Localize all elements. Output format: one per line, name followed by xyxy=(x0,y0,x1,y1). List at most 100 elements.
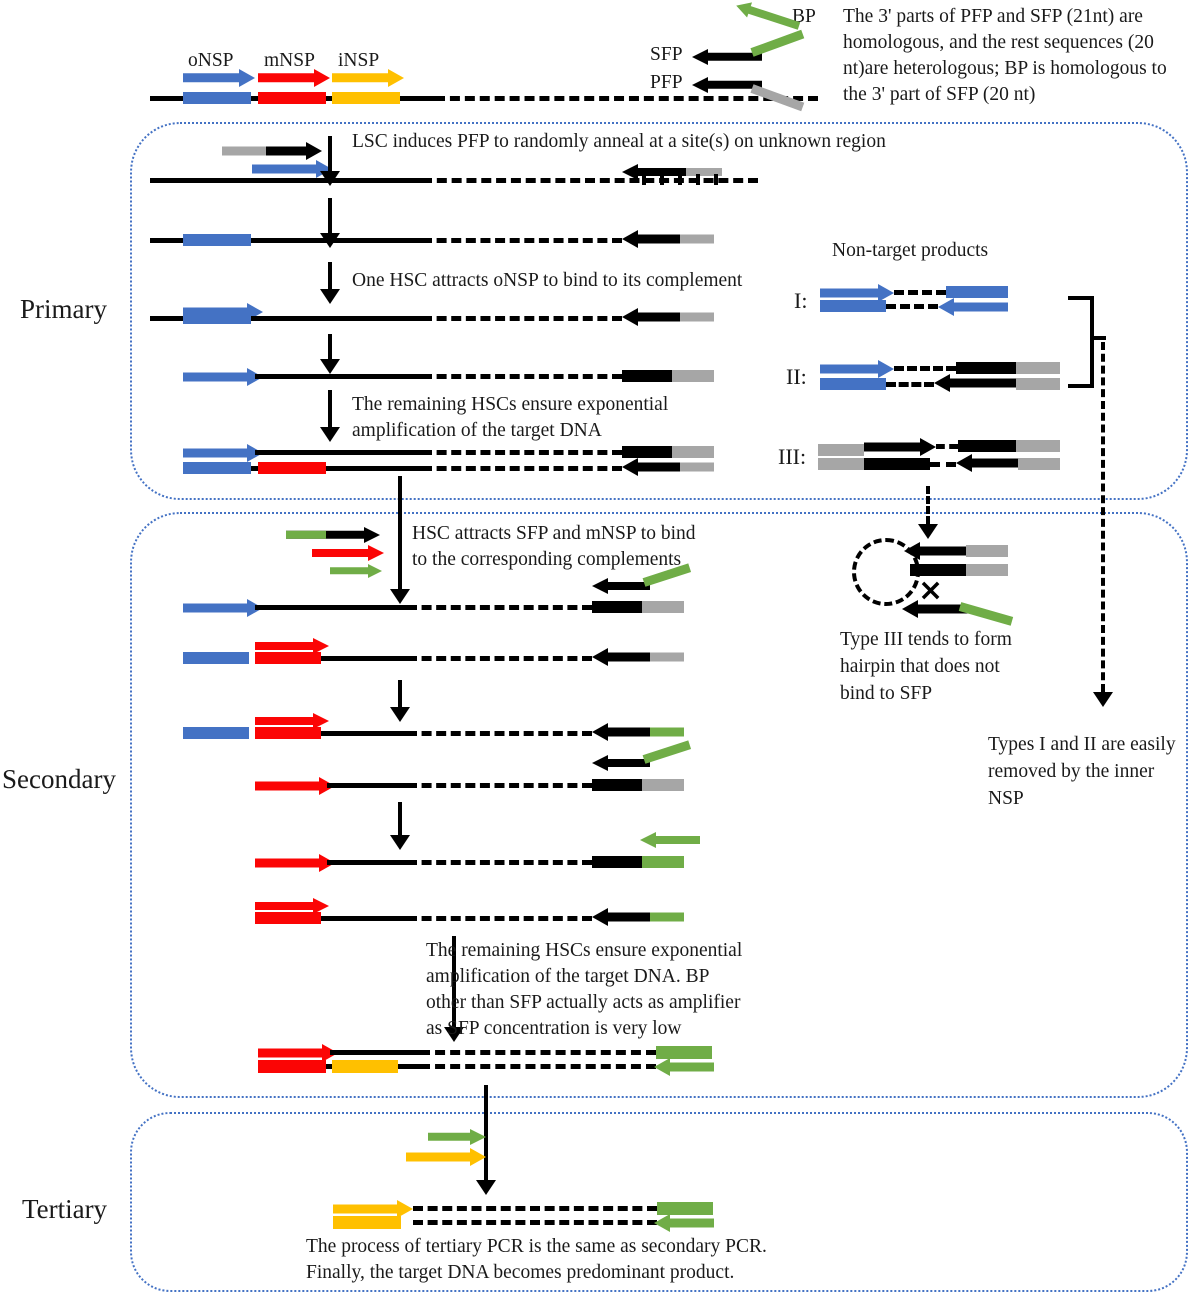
dashed-strand xyxy=(407,783,592,788)
type-ii-label: II: xyxy=(786,364,807,389)
lsc-pfp-pair-icon xyxy=(222,142,322,160)
gray-tail-segment xyxy=(966,564,1008,576)
insp-label: iNSP xyxy=(338,50,380,71)
sfp-end-arrow-icon xyxy=(592,723,684,741)
onsp-site-segment xyxy=(820,300,886,312)
onsp-site-segment xyxy=(183,652,249,664)
onsp-site-segment xyxy=(820,378,886,390)
dashed-strand xyxy=(413,1206,657,1211)
pfp-end-arrow-icon xyxy=(622,230,714,248)
non-target-bracket xyxy=(1068,296,1094,388)
sfp-primer-icon xyxy=(592,755,650,771)
bp-primer-icon xyxy=(428,1128,486,1145)
primary-step3-text: The remaining HSCs ensure exponential am… xyxy=(352,394,669,441)
insp-site-segment xyxy=(333,1216,401,1229)
anneal-tick-icon xyxy=(696,174,700,185)
sfp-primer-icon xyxy=(286,526,380,543)
pfp-site-segment xyxy=(622,446,672,458)
gray-tail-segment xyxy=(1016,378,1060,390)
strand-line xyxy=(321,656,407,661)
pfp-site-segment xyxy=(592,779,642,791)
dashed-strand xyxy=(407,916,592,921)
green-tail-segment xyxy=(642,856,684,868)
onsp-label: oNSP xyxy=(188,50,234,71)
sfp-green-tail-icon xyxy=(750,29,805,57)
dashed-strand xyxy=(422,450,622,455)
pfp-end-arrow-icon xyxy=(622,458,714,476)
strand-line xyxy=(150,316,422,321)
insp-site-segment xyxy=(332,92,400,104)
type3-dashed-arrow xyxy=(926,486,930,524)
onsp-primer-icon xyxy=(183,444,263,462)
primary-step1-text: LSC induces PFP to randomly anneal at a … xyxy=(352,131,886,152)
dashed-strand xyxy=(407,605,592,610)
dashed-strand xyxy=(413,1220,657,1225)
sfp-primer-icon xyxy=(902,600,968,618)
onsp-site-segment xyxy=(183,462,251,474)
gray-tail-segment xyxy=(818,458,864,470)
dashed-strand xyxy=(422,178,758,183)
annealed-pfp-icon xyxy=(622,164,722,180)
pfp-site-segment xyxy=(622,370,672,382)
mnsp-arrow-icon xyxy=(258,68,330,87)
dashed-strand xyxy=(422,466,622,471)
dashed-strand xyxy=(930,462,956,467)
dashed-strand xyxy=(420,1064,656,1069)
primary-label: Primary xyxy=(20,294,107,324)
pfp-primer-icon xyxy=(864,438,936,456)
dashed-strand xyxy=(894,290,946,295)
gray-tail-segment xyxy=(1018,458,1060,470)
tertiary-box xyxy=(130,1112,1188,1292)
pfp-primer-icon xyxy=(956,454,1018,472)
tertiary-note: The process of tertiary PCR is the same … xyxy=(306,1236,767,1283)
mnsp-primer-icon xyxy=(255,777,335,795)
pfp-end-arrow-icon xyxy=(592,648,684,666)
onsp-primer-icon xyxy=(820,284,894,302)
step-arrow-icon xyxy=(398,802,402,836)
mnsp-site-segment xyxy=(258,92,326,104)
sfp-site-segment xyxy=(592,856,642,868)
onsp-primer-icon xyxy=(938,298,1008,316)
dashed-strand xyxy=(886,304,938,309)
types-dashed-arrow xyxy=(1101,342,1105,692)
gray-tail-segment xyxy=(1016,440,1060,452)
mnsp-primer-icon xyxy=(255,713,329,729)
insp-primer-icon xyxy=(406,1148,486,1166)
strand-line xyxy=(330,1050,420,1055)
step-arrow-icon xyxy=(398,680,402,708)
onsp-site-segment xyxy=(183,312,251,324)
pfp-site-segment xyxy=(592,601,642,613)
strand-line xyxy=(150,238,422,243)
pfp-primer-icon xyxy=(934,374,1016,392)
pfp-site-segment xyxy=(864,458,930,470)
dashed-strand xyxy=(422,238,622,243)
mnsp-label: mNSP xyxy=(264,50,315,71)
gray-tail-segment xyxy=(642,601,684,613)
onsp-arrow-icon xyxy=(183,68,255,87)
strand-line xyxy=(150,178,422,183)
secondary-step2-text: The remaining HSCs ensure exponential am… xyxy=(426,940,743,1039)
dashed-strand xyxy=(894,366,956,371)
pfp-label: PFP xyxy=(650,72,683,93)
mnsp-site-segment xyxy=(255,912,321,924)
gray-tail-segment xyxy=(1016,362,1060,374)
cross-icon: × xyxy=(918,573,944,608)
insp-primer-icon xyxy=(333,1200,413,1218)
pfp-end-arrow-icon xyxy=(622,308,714,326)
gray-tail-segment xyxy=(642,779,684,791)
mnsp-primer-icon xyxy=(255,854,335,872)
bp-site-segment xyxy=(656,1046,712,1059)
sfp-label: SFP xyxy=(650,44,683,65)
step-arrow-icon xyxy=(328,334,332,360)
anneal-tick-icon xyxy=(642,174,646,185)
dashed-strand xyxy=(422,374,622,379)
insp-arrow-icon xyxy=(332,68,404,87)
anneal-tick-icon xyxy=(660,174,664,185)
mnsp-site-segment xyxy=(255,727,321,739)
primary-box xyxy=(130,122,1188,500)
anneal-tick-icon xyxy=(714,174,718,185)
pfp-site-segment xyxy=(910,564,966,576)
primary-to-secondary-arrow xyxy=(398,476,402,590)
bp-primer-icon xyxy=(330,563,382,578)
